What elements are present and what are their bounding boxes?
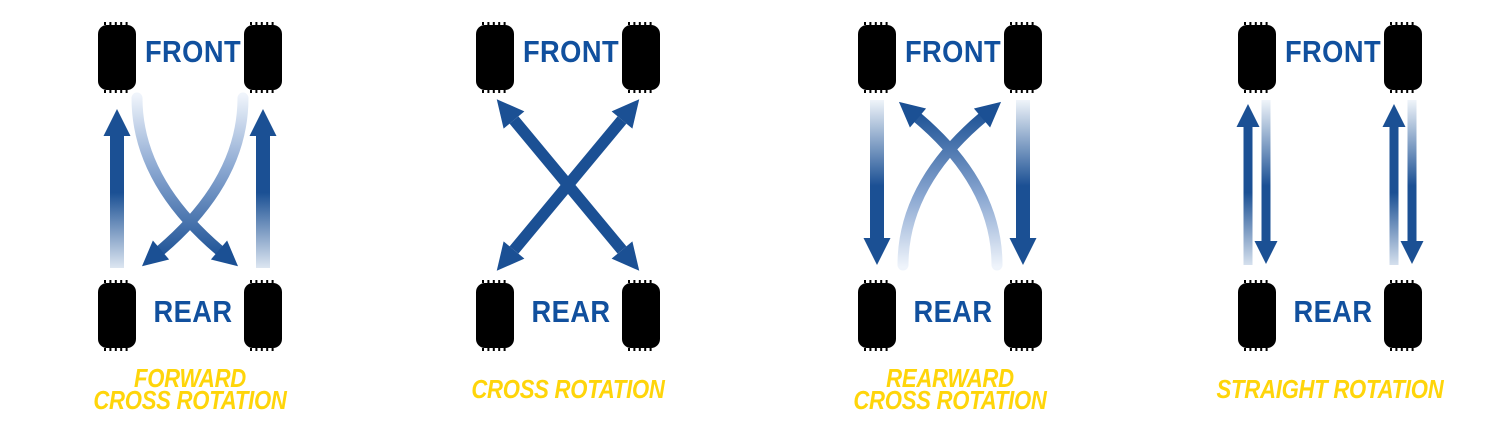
diagram-forward-cross-rotation: FRONT REAR FORWARD CROSS ROTATION — [2, 0, 378, 430]
rear-label: REAR — [913, 295, 992, 329]
front-label: FRONT — [1285, 35, 1381, 69]
diagram-title: REARWARD CROSS ROTATION — [790, 362, 1110, 416]
front-label: FRONT — [145, 35, 241, 69]
diagram-title: STRAIGHT ROTATION — [1170, 362, 1490, 416]
diagram-title: FORWARD CROSS ROTATION — [30, 362, 350, 416]
title-line-1: CROSS ROTATION — [471, 373, 665, 404]
tire-front-right — [622, 22, 660, 93]
title-line-2: CROSS ROTATION — [93, 385, 287, 415]
curved-cross-arrow-right-to-rear-left — [141, 92, 249, 267]
tire-rear-left — [476, 280, 514, 351]
rear-label: REAR — [1293, 295, 1372, 329]
tire-front-left — [98, 22, 136, 93]
straight-diagram-canvas: FRONT REAR — [1236, 22, 1424, 351]
tire-rear-right — [1384, 280, 1422, 351]
tire-rear-left — [98, 280, 136, 351]
tire-rear-left — [858, 280, 896, 351]
front-label: FRONT — [905, 35, 1001, 69]
diagram-rearward-cross-rotation: FRONT REAR REARWARD CROSS ROTATION — [762, 0, 1138, 430]
tire-rear-right — [1004, 280, 1042, 351]
diagram-straight-rotation: FRONT REAR STRAIGHT ROTATION — [1142, 0, 1500, 430]
tire-front-right — [244, 22, 282, 93]
tire-front-left — [1238, 22, 1276, 93]
diagram-cross-rotation: FRONT REAR CROSS ROTATION — [380, 0, 756, 430]
tire-rear-left — [1238, 280, 1276, 351]
diagram-title: CROSS ROTATION — [408, 362, 728, 416]
curved-cross-arrow-rear-right-to-front-left — [898, 101, 1003, 271]
tire-front-right — [1384, 22, 1422, 93]
forward-cross-diagram-canvas: FRONT REAR — [98, 22, 282, 351]
curved-cross-arrow-rear-left-to-front-right — [897, 101, 1002, 271]
tire-front-left — [476, 22, 514, 93]
rear-label: REAR — [153, 295, 232, 329]
tire-rear-right — [244, 280, 282, 351]
double-diagonal-arrow-br-fl — [496, 99, 640, 271]
cross-diagram-canvas: FRONT REAR — [476, 22, 660, 351]
title-line-1: FORWARD — [134, 362, 246, 393]
rear-label: REAR — [531, 295, 610, 329]
rearward-cross-diagram-canvas: FRONT REAR — [858, 22, 1042, 351]
title-line-2: CROSS ROTATION — [853, 385, 1047, 415]
front-label: FRONT — [523, 35, 619, 69]
title-line-1: REARWARD — [886, 362, 1014, 393]
tire-front-left — [858, 22, 896, 93]
curved-cross-arrow-left-to-rear-right — [131, 92, 239, 267]
tire-front-right — [1004, 22, 1042, 93]
tire-rear-right — [622, 280, 660, 351]
title-line-1: STRAIGHT ROTATION — [1216, 373, 1444, 404]
